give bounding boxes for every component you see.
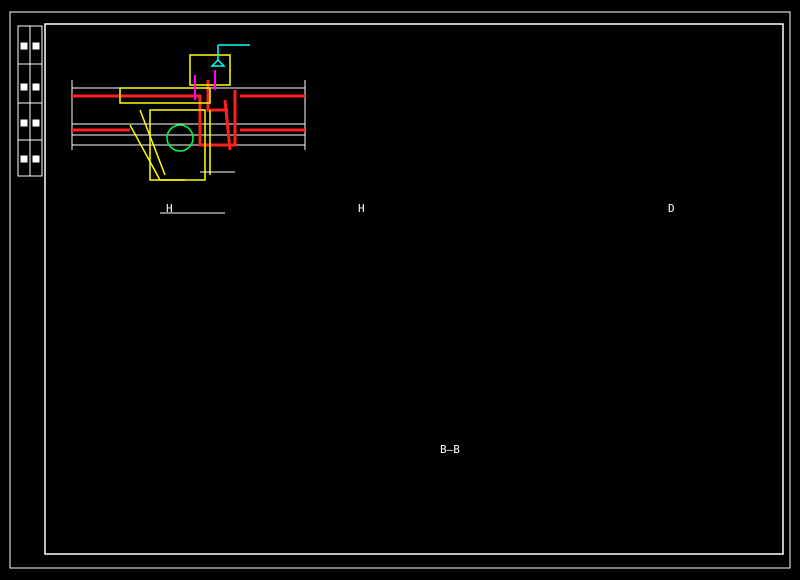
section-b-b-title: B—B [440,443,460,456]
d-detail-title: D [668,202,675,215]
h-detail-title: H [358,202,365,215]
binding-strip [17,25,43,177]
outer-frame [9,11,791,569]
plan-view-top-left [71,44,306,214]
inner-frame [44,23,784,555]
plan-view-title: H [166,202,173,215]
